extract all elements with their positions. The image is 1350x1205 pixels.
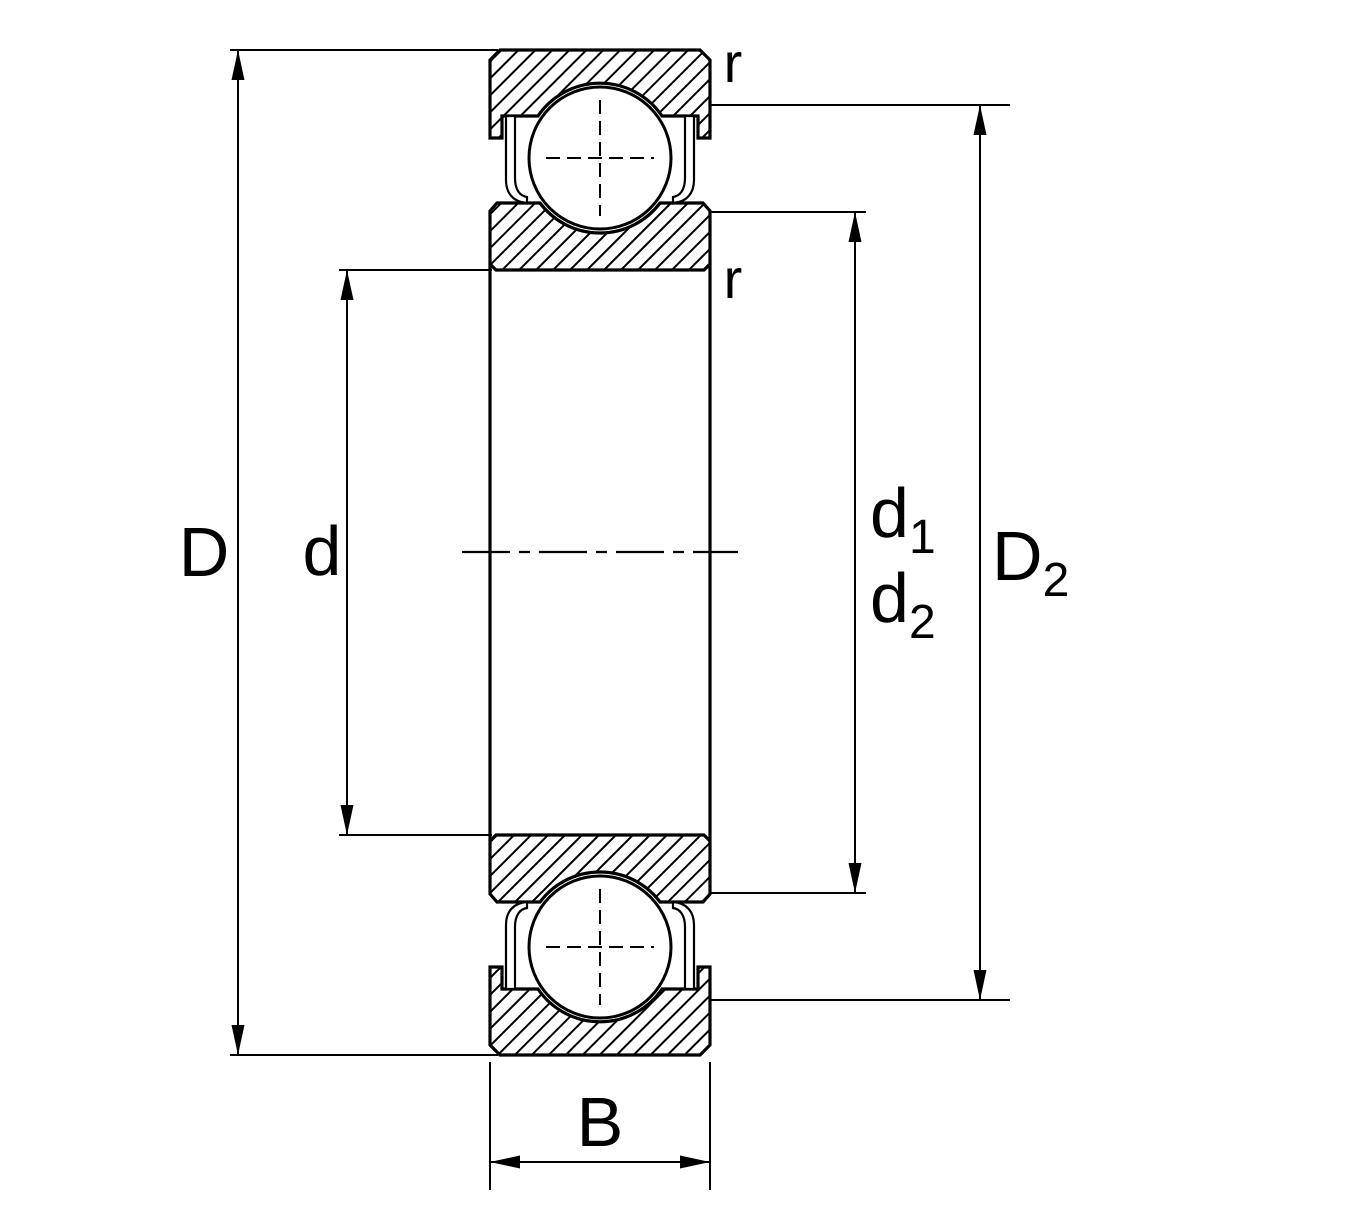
arrow-d1d2-up (848, 212, 862, 242)
outer-ring-bottom-section (488, 965, 712, 1057)
inner-ring-top-section (488, 201, 712, 272)
dimension-lines (231, 50, 987, 1169)
arrow-d-down (340, 805, 354, 835)
label-d2-sub: 2 (909, 596, 936, 649)
extension-lines (230, 49, 1010, 1190)
label-D: D (179, 513, 230, 591)
arrow-B-left (490, 1155, 520, 1169)
label-d2-base: d (870, 559, 909, 637)
arrow-B-right (680, 1155, 710, 1169)
arrow-D2-up (973, 105, 987, 135)
label-d: d (303, 512, 342, 590)
label-D2-sub: 2 (1043, 554, 1070, 607)
arrow-d1d2-down (848, 863, 862, 893)
label-d1-base: d (870, 474, 909, 552)
label-d1: d1 (870, 474, 936, 564)
dimension-labels: D d d1 d2 D2 B r r (179, 31, 1070, 1161)
label-D2-base: D (992, 517, 1043, 595)
label-r-outer: r (724, 31, 743, 94)
outer-ring-top-section (488, 48, 712, 140)
arrow-D-down (231, 1025, 245, 1055)
shield-top-right (671, 114, 696, 205)
label-r-inner: r (724, 247, 743, 310)
arrow-d-up (340, 270, 354, 300)
label-B: B (577, 1083, 624, 1161)
label-D2: D2 (992, 517, 1069, 607)
arrow-D2-down (973, 970, 987, 1000)
arrow-D-up (231, 50, 245, 80)
shield-top-left (504, 114, 529, 205)
bearing-cross-section (462, 48, 738, 1057)
shield-bottom-left (504, 900, 529, 991)
label-d1-sub: 1 (909, 511, 936, 564)
inner-ring-bottom-section (488, 833, 712, 904)
shield-bottom-right (671, 900, 696, 991)
label-d2: d2 (870, 559, 936, 649)
